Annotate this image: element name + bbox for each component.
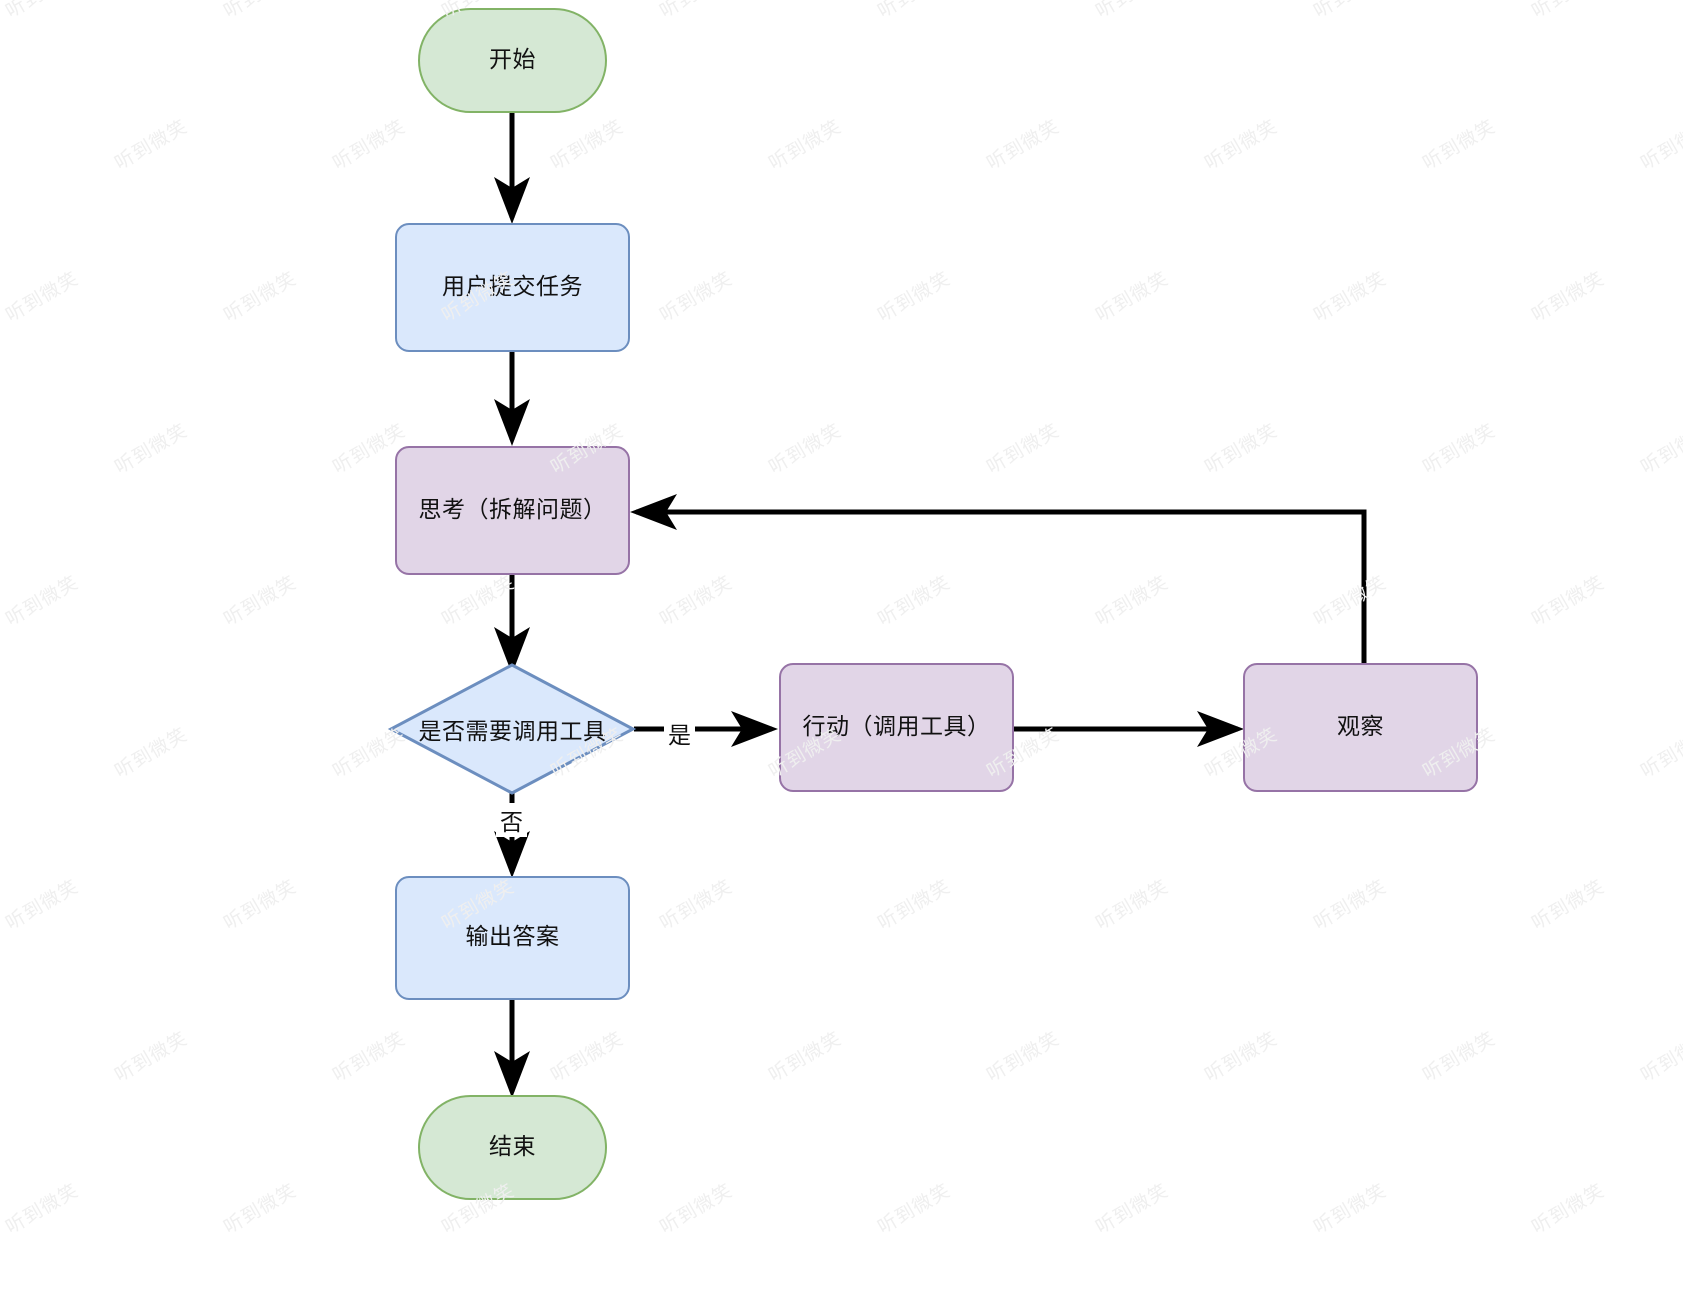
node-decision-tool[interactable]: 是否需要调用工具	[391, 665, 634, 793]
node-observe[interactable]: 观察	[1243, 663, 1478, 792]
edge-observe-to-think-feedback	[629, 494, 1367, 666]
node-action[interactable]: 行动（调用工具）	[779, 663, 1014, 792]
node-output-answer[interactable]: 输出答案	[395, 876, 630, 1000]
node-start-label: 开始	[489, 46, 536, 73]
node-observe-label: 观察	[1337, 713, 1384, 740]
node-start[interactable]: 开始	[418, 8, 607, 113]
edge-label-no: 否	[496, 803, 527, 837]
decision-tool-diamond[interactable]	[387, 663, 637, 795]
node-end-label: 结束	[489, 1133, 536, 1160]
node-end[interactable]: 结束	[418, 1095, 607, 1200]
node-action-label: 行动（调用工具）	[802, 713, 991, 740]
node-submit-task-label: 用户提交任务	[442, 273, 583, 300]
node-think[interactable]: 思考（拆解问题）	[395, 446, 630, 575]
node-decision-tool-label: 是否需要调用工具	[418, 719, 607, 745]
node-submit-task[interactable]: 用户提交任务	[395, 223, 630, 352]
node-output-answer-label: 输出答案	[465, 924, 560, 951]
node-think-label: 思考（拆解问题）	[418, 496, 607, 523]
edge-label-yes: 是	[664, 716, 695, 750]
